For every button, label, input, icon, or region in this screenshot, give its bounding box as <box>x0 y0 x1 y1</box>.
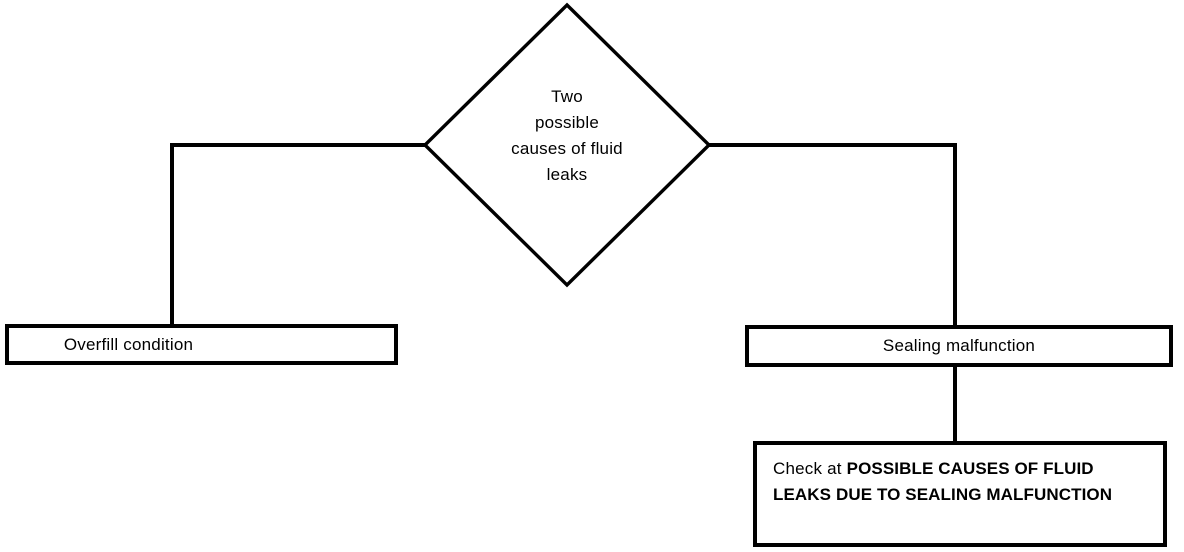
check-reference-prefix: Check at <box>773 459 847 478</box>
node-sealing-malfunction: Sealing malfunction <box>745 325 1173 367</box>
node-overfill-condition: Overfill condition <box>5 324 398 365</box>
connector-left-branch <box>170 143 427 328</box>
check-reference-target: POSSIBLE CAUSES OF FLUID LEAKS DUE TO SE… <box>773 459 1113 504</box>
node-check-reference-label: Check at POSSIBLE CAUSES OF FLUID LEAKS … <box>773 456 1151 508</box>
connector-right-branch <box>707 143 957 329</box>
node-check-reference: Check at POSSIBLE CAUSES OF FLUID LEAKS … <box>753 441 1167 547</box>
decision-node-label: Two possible causes of fluid leaks <box>511 87 623 184</box>
node-overfill-condition-label: Overfill condition <box>63 334 194 354</box>
node-sealing-malfunction-label: Sealing malfunction <box>882 336 1036 355</box>
decision-diamond-shape <box>422 2 712 288</box>
